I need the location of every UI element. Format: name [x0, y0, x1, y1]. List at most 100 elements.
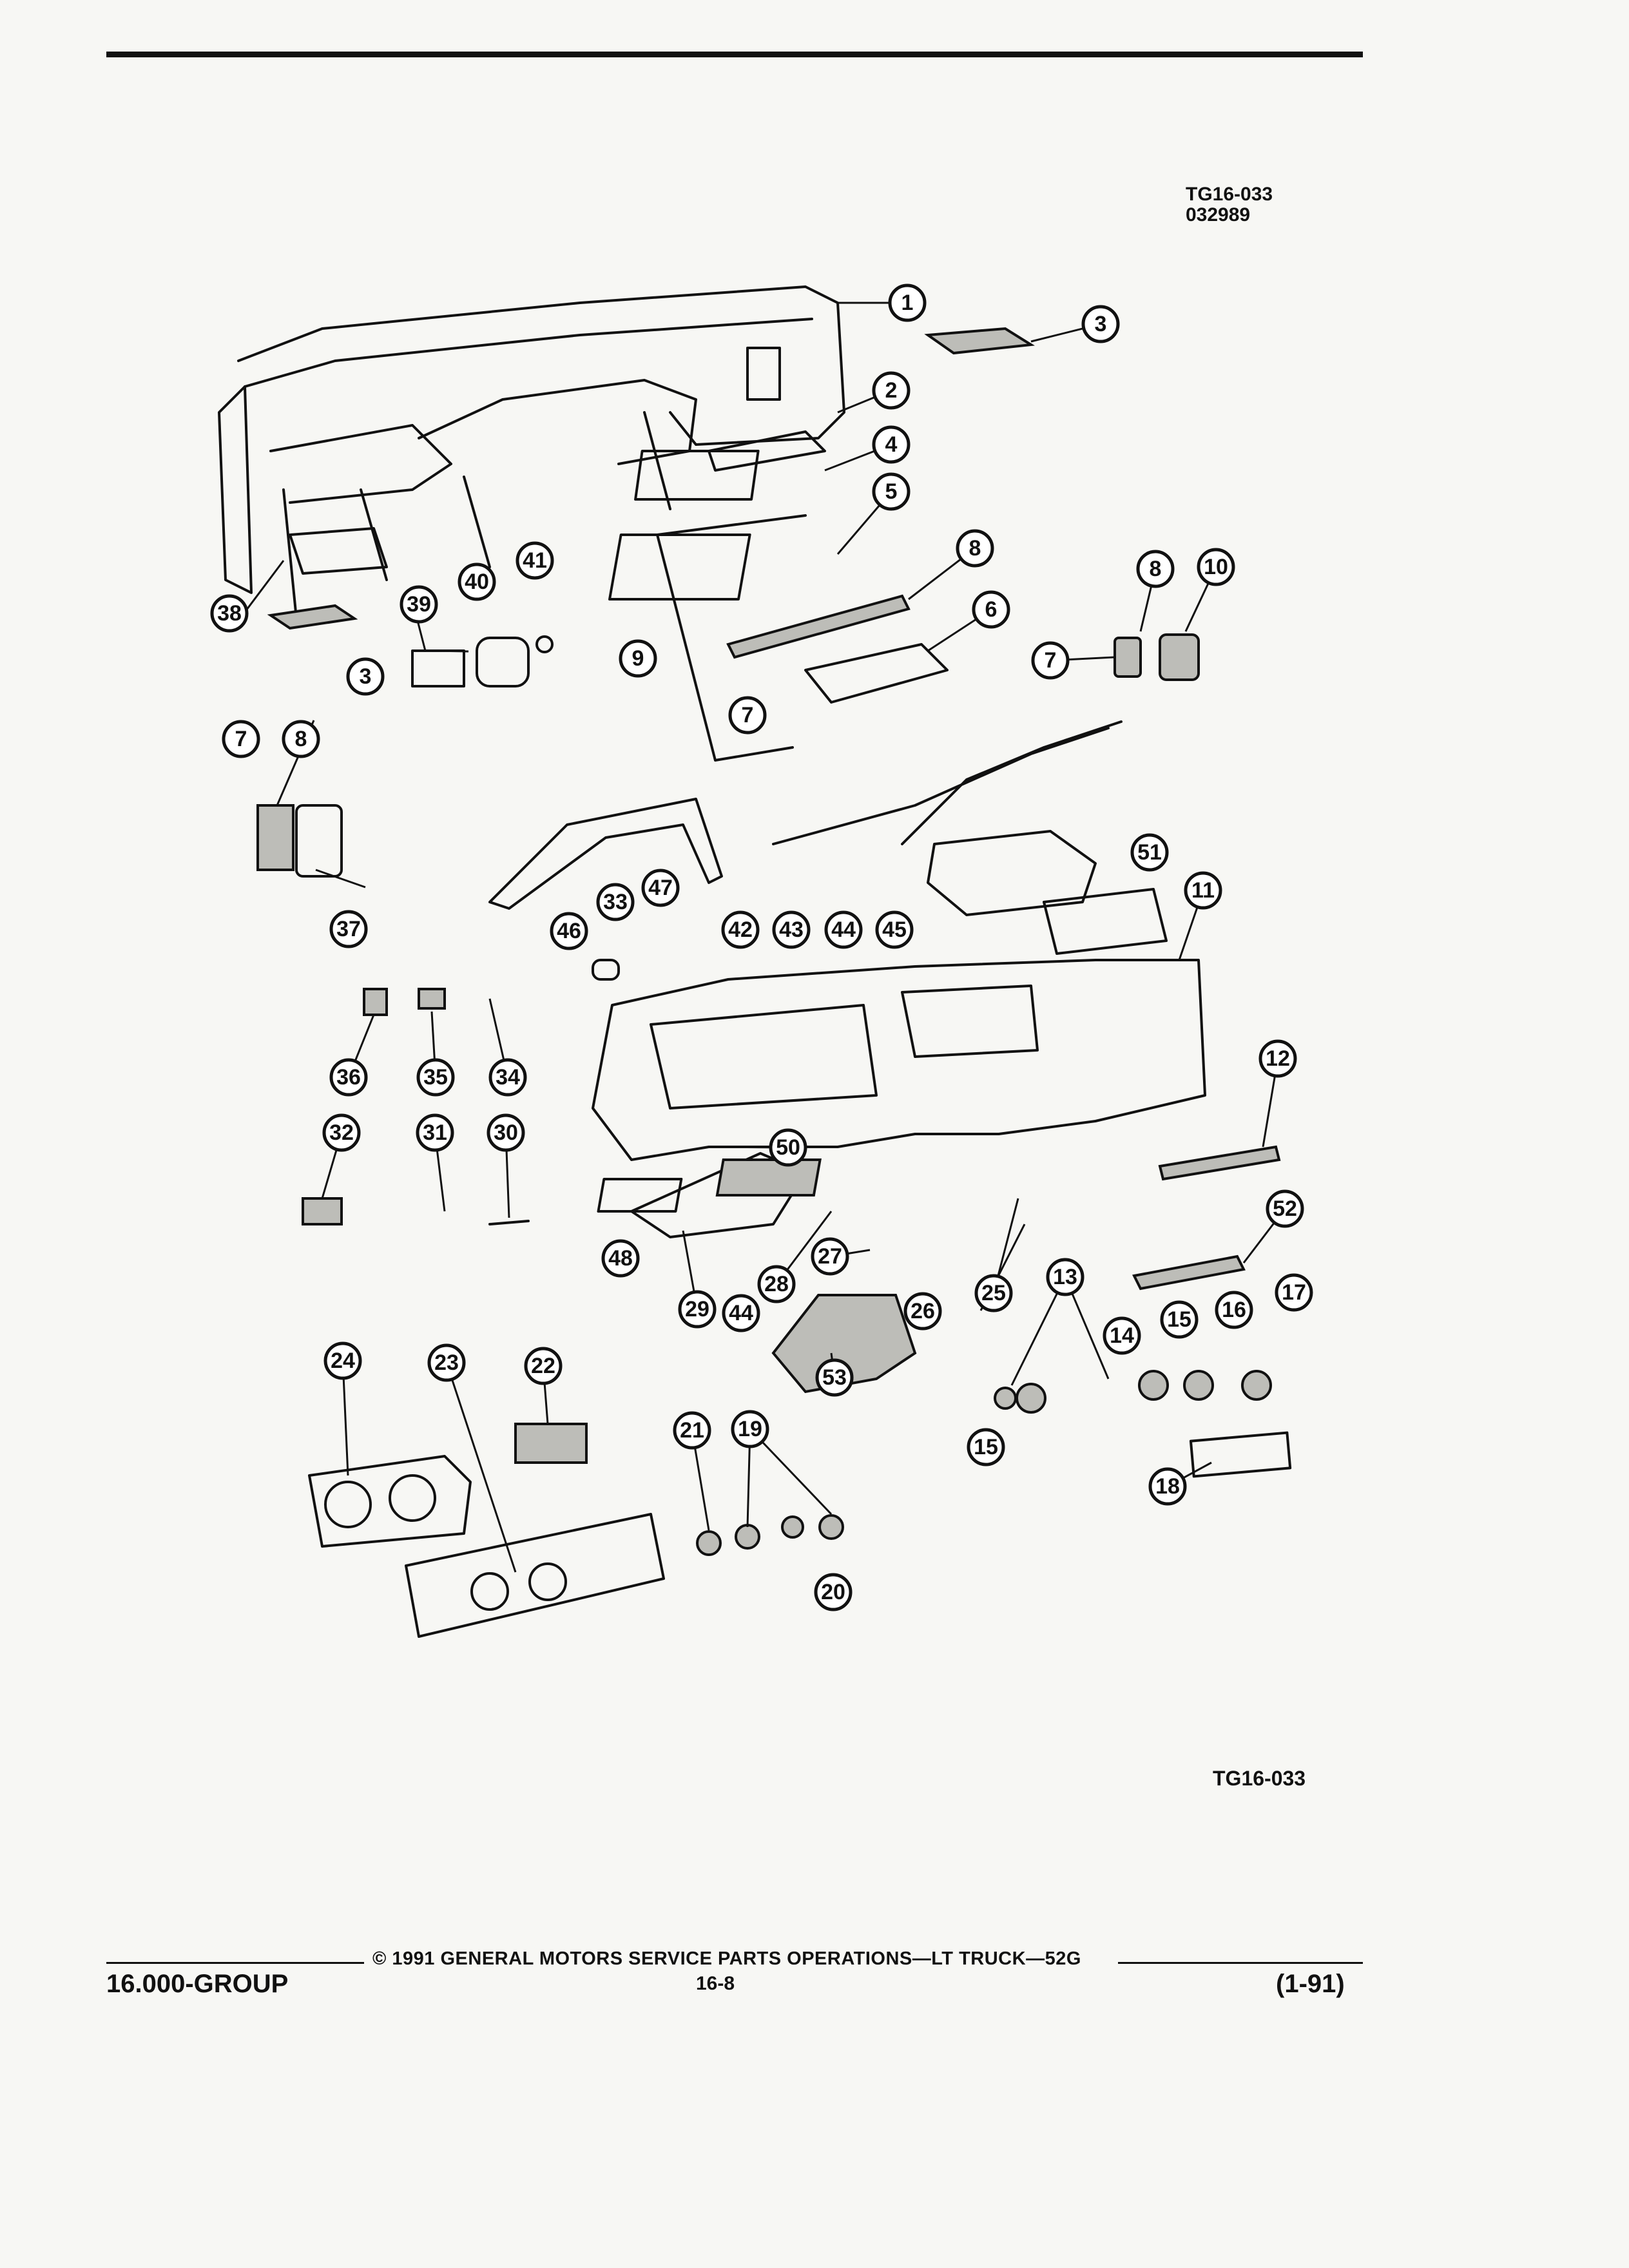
callout-40: 40 [458, 562, 496, 601]
callout-label: 28 [764, 1272, 789, 1296]
callout-7a: 7 [728, 696, 767, 735]
callout-31: 31 [416, 1113, 454, 1152]
callout-37: 37 [329, 910, 368, 948]
callout-48: 48 [601, 1239, 640, 1278]
cluster-bezel-23-hole-1 [470, 1572, 509, 1611]
callout-44a: 44 [824, 910, 863, 949]
footer-rule-right [1118, 1962, 1363, 1964]
callout-21: 21 [673, 1411, 711, 1450]
cluster-24 [308, 1455, 472, 1548]
part-32 [302, 1197, 343, 1225]
callout-label: 3 [360, 664, 372, 689]
part-41 [535, 635, 554, 653]
callout-52: 52 [1266, 1189, 1304, 1228]
callout-18: 18 [1148, 1467, 1187, 1506]
callout-8a: 8 [956, 529, 994, 568]
callout-label: 26 [911, 1299, 935, 1323]
bezel-4 [634, 450, 760, 501]
callout-15a: 15 [1160, 1300, 1199, 1339]
callout-label: 45 [882, 918, 907, 942]
callout-label: 5 [885, 479, 898, 504]
callout-41: 41 [516, 541, 554, 580]
wiring-harness [772, 720, 1123, 845]
radio-45 [927, 830, 1097, 916]
callout-label: 34 [496, 1065, 520, 1090]
knob-14 [1016, 1383, 1046, 1414]
callout-15b: 15 [967, 1428, 1005, 1466]
callout-38: 38 [210, 594, 249, 633]
callout-label: 23 [434, 1350, 459, 1375]
callout-label: 15 [974, 1435, 998, 1459]
knob-17 [1241, 1370, 1272, 1401]
callout-label: 27 [818, 1244, 842, 1269]
callout-label: 42 [728, 918, 753, 942]
callout-label: 4 [885, 432, 898, 457]
callout-7b: 7 [1031, 641, 1070, 680]
callout-label: 8 [969, 536, 981, 561]
callout-8c: 8 [282, 720, 320, 758]
plate-52 [1132, 1254, 1246, 1291]
bezel-18 [1189, 1431, 1292, 1478]
callout-label: 7 [235, 727, 247, 751]
callout-label: 1 [901, 291, 914, 315]
part-22 [514, 1423, 588, 1464]
cluster-24-gauge-left [324, 1481, 372, 1528]
callout-33: 33 [596, 883, 635, 921]
knob-16 [1183, 1370, 1214, 1401]
callout-8b: 8 [1136, 550, 1175, 588]
callout-label: 38 [217, 601, 242, 626]
callout-label: 11 [1191, 878, 1215, 903]
callout-label: 35 [423, 1065, 448, 1090]
part-19b [818, 1514, 844, 1540]
callout-label: 30 [494, 1120, 518, 1145]
vent-grille-left [267, 604, 358, 630]
knob-13 [994, 1387, 1017, 1410]
callout-label: 6 [985, 597, 998, 622]
callout-label: 40 [465, 570, 489, 594]
callout-label: 31 [423, 1120, 447, 1145]
callout-label: 48 [608, 1246, 633, 1271]
callout-label: 52 [1273, 1196, 1297, 1221]
part-30 [488, 1220, 530, 1225]
top-rule [106, 52, 1363, 57]
figure-code-block: TG16-033 032989 [1186, 184, 1273, 226]
callout-45: 45 [875, 910, 914, 949]
plate-51 [1043, 888, 1168, 955]
callout-43: 43 [772, 910, 811, 949]
part-46 [592, 959, 620, 981]
callout-label: 9 [632, 646, 644, 671]
callout-label: 14 [1110, 1323, 1134, 1348]
date-code: 032989 [1186, 204, 1251, 226]
callout-label: 47 [648, 876, 673, 900]
callout-label: 21 [680, 1418, 704, 1443]
callout-13: 13 [1046, 1258, 1084, 1296]
callout-label: 25 [981, 1281, 1006, 1305]
instrument-panel-radio-opening [901, 985, 1039, 1058]
footer-copyright: © 1991 GENERAL MOTORS SERVICE PARTS OPER… [372, 1948, 1081, 1969]
callout-label: 44 [729, 1301, 753, 1325]
callout-label: 36 [336, 1065, 361, 1090]
callout-26: 26 [903, 1292, 942, 1331]
callout-label: 3 [1095, 312, 1107, 336]
callout-label: 10 [1204, 555, 1228, 579]
callout-25: 25 [974, 1274, 1013, 1312]
callout-5: 5 [872, 472, 911, 511]
bezel-26 [715, 1158, 822, 1196]
callout-label: 7 [1045, 648, 1057, 673]
callout-label: 7 [742, 703, 754, 727]
figure-code-bottom: TG16-033 [1213, 1767, 1306, 1790]
vent-grille-top [924, 327, 1035, 355]
figure-code: TG16-033 [1186, 184, 1273, 205]
callout-12: 12 [1258, 1039, 1297, 1078]
callout-label: 16 [1222, 1298, 1246, 1322]
callout-50: 50 [769, 1128, 807, 1167]
callout-6: 6 [972, 590, 1010, 629]
callout-19: 19 [731, 1410, 769, 1448]
footer-page-number: 16-8 [696, 1973, 735, 1994]
callout-11: 11 [1184, 871, 1222, 910]
callout-label: 17 [1282, 1280, 1306, 1305]
callout-label: 43 [779, 918, 804, 942]
callout-label: 8 [1150, 557, 1162, 581]
switch-37-housing [295, 804, 343, 878]
